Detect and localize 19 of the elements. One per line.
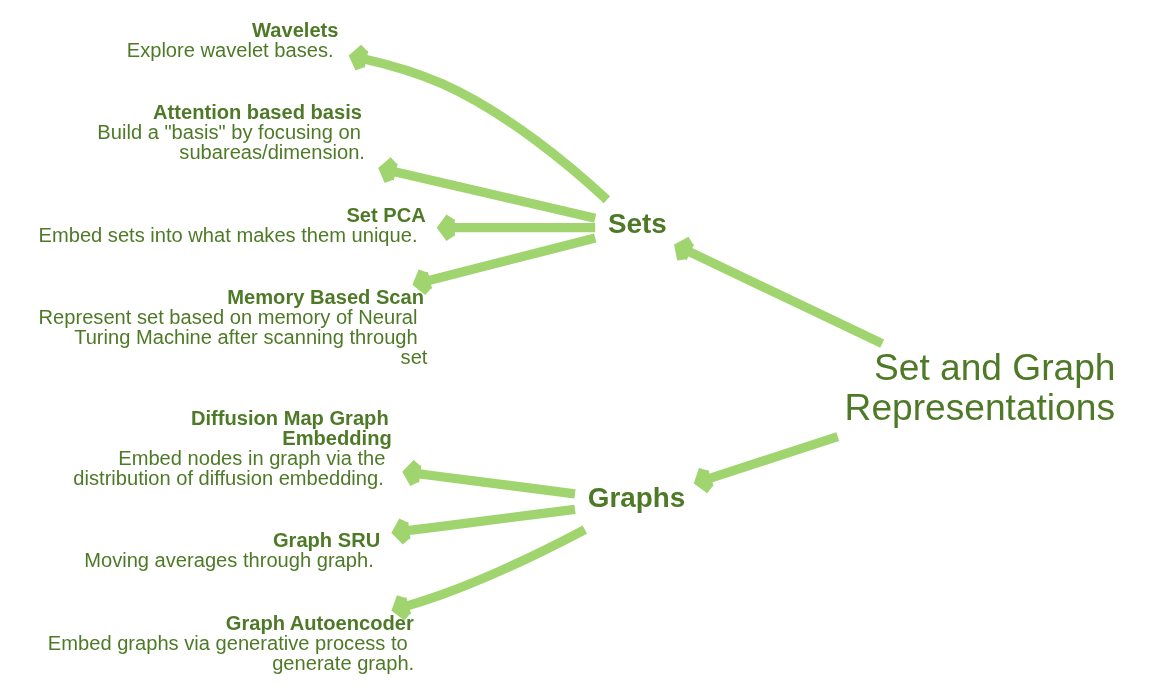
arrow <box>392 525 587 622</box>
arrow <box>674 236 885 348</box>
node-text: Diffusion Map Graph Embedding Embed nodes in graph via the distribution of diffusion embedding. <box>73 406 392 490</box>
arrow <box>379 156 597 223</box>
arrow <box>413 233 597 297</box>
node-text: Graphs <box>587 481 686 513</box>
node-text: Graph Autoencoder Embed graphs via generative process to generate graph. <box>47 611 415 675</box>
node-text: Memory Based Scan Represent set based on memory of Neural Turing Machine after scanning through set <box>38 286 428 369</box>
arrow <box>403 458 576 499</box>
arrow <box>437 212 596 243</box>
arrow <box>392 504 576 547</box>
arrow <box>694 432 840 494</box>
node-text: Graph SRU Moving averages through graph. <box>84 529 381 572</box>
node-text: Wavelets Explore wavelet bases. <box>126 18 339 61</box>
node-text: Sets <box>607 207 667 239</box>
node-text: Attention based basis Build a "basis" by focusing on subareas/dimension. <box>97 101 365 164</box>
node-text: Set PCA Embed sets into what makes them unique. <box>38 204 426 247</box>
node-text: Set and Graph Representations <box>844 345 1116 428</box>
arrow <box>349 43 611 204</box>
